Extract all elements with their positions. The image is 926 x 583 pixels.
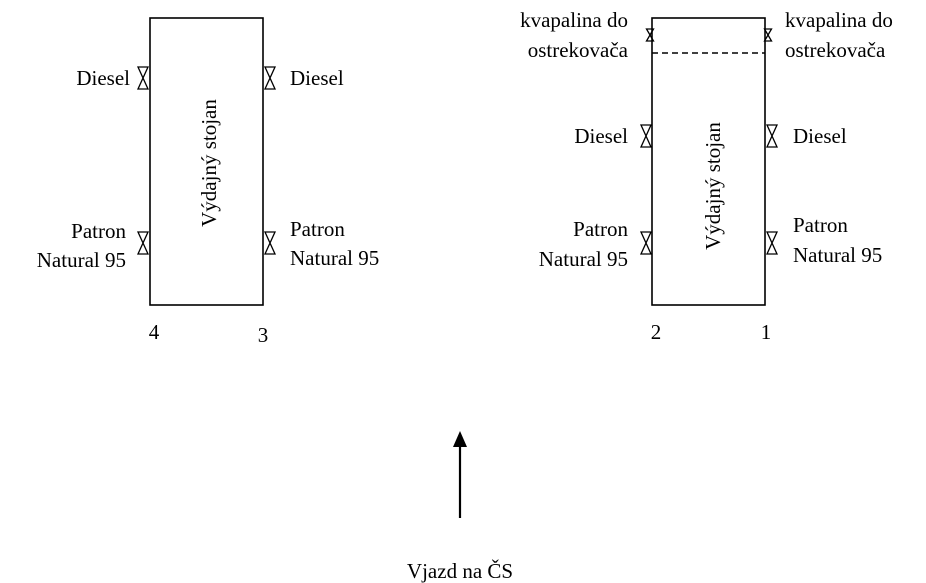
left-stand-natural-valve-left [137,231,149,255]
left-stand-right-fuel-line1: Patron [290,217,345,241]
entrance-label: Vjazd na ČS [407,559,513,583]
arrow-up-icon [453,431,467,447]
right-stand-left-diesel-label: Diesel [574,124,628,148]
entrance-arrow [453,431,467,518]
right-stand-left-washer-line1: kvapalina do [520,8,628,32]
right-stand-right-diesel-label: Diesel [793,124,847,148]
left-stand-left-fuel-line1: Patron [71,219,126,243]
left-dispenser-stand: Výdajný stojan Diesel Patron Natural 95 … [37,17,379,347]
left-stand-label: Výdajný stojan [197,99,221,227]
right-stand-label: Výdajný stojan [701,122,725,250]
right-stand-diesel-valve-right [766,124,778,148]
right-stand-right-fuel-line2: Natural 95 [793,243,882,267]
right-stand-body [651,17,766,306]
right-stand-right-fuel-line1: Patron [793,213,848,237]
left-stand-natural-valve-right [264,231,276,255]
position-number-2: 2 [651,320,662,344]
position-number-1: 1 [761,320,772,344]
left-stand-right-fuel-line2: Natural 95 [290,246,379,270]
right-stand-left-fuel-line2: Natural 95 [539,247,628,271]
right-stand-natural-valve-left [640,231,652,255]
right-stand-diesel-valve-left [640,124,652,148]
right-stand-natural-valve-right [766,231,778,255]
right-stand-left-fuel-line1: Patron [573,217,628,241]
left-stand-right-diesel-label: Diesel [290,66,344,90]
left-stand-diesel-valve-right [264,66,276,90]
right-dispenser-stand: Výdajný stojan kvapalina do ostrekovača … [520,8,893,344]
right-stand-right-washer-line1: kvapalina do [785,8,893,32]
position-number-3: 3 [258,323,269,347]
right-stand-left-washer-line2: ostrekovača [528,38,629,62]
left-stand-body [149,17,264,306]
left-stand-left-fuel-line2: Natural 95 [37,248,126,272]
right-stand-right-washer-line2: ostrekovača [785,38,886,62]
left-stand-left-diesel-label: Diesel [76,66,130,90]
left-stand-diesel-valve-left [137,66,149,90]
position-number-4: 4 [149,320,160,344]
